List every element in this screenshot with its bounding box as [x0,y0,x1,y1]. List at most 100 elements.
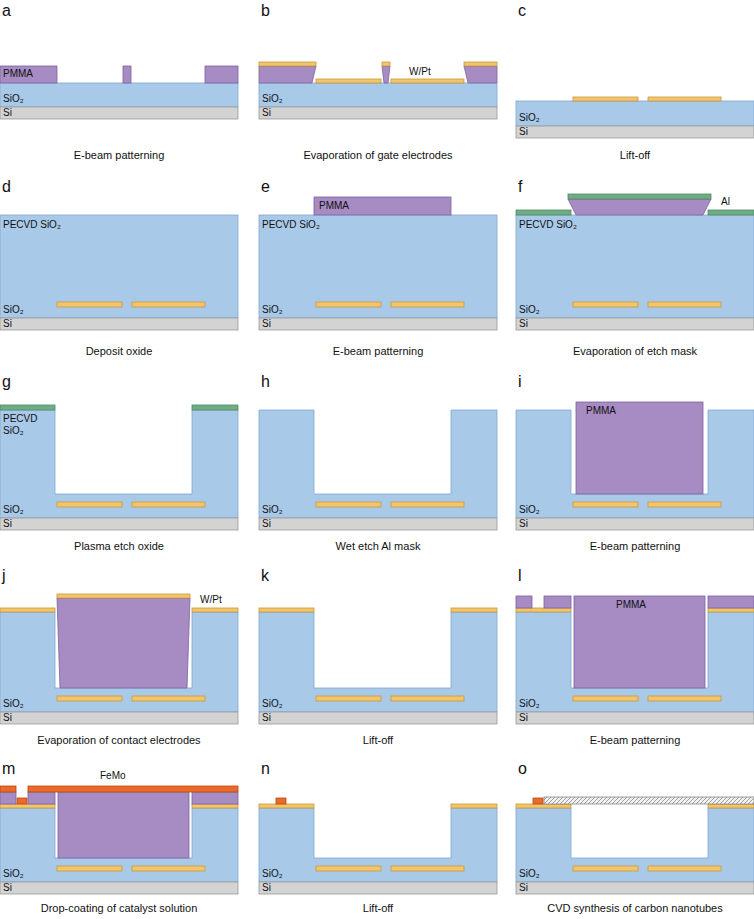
oxide-layer [516,101,754,126]
process-step-panel [259,62,497,119]
panel-letter: b [261,2,270,20]
contact-electrode [259,804,314,808]
material-label: SiO₂ [3,504,24,516]
material-label: Si [3,712,12,724]
panel-letter: m [2,760,15,778]
gate-electrode [57,502,122,507]
oxide-layer [516,215,754,318]
material-label: PECVD SiO₂ [3,219,61,231]
silicon-substrate [259,518,497,530]
pmma-resist [0,66,57,83]
material-label: SiO₂ [3,868,24,880]
process-step-panel [259,798,497,894]
contact-electrode [0,608,55,612]
gate-electrode [316,302,381,307]
material-label: Si [262,518,271,530]
pmma-resist [544,596,571,608]
pmma-resist [28,792,55,804]
step-caption: Evaporation of gate electrodes [259,149,497,162]
carbon-nanotube [544,797,754,804]
etched-oxide-layer [259,410,497,518]
gate-electrode [316,696,381,701]
oxide-layer [0,83,238,107]
material-label: Si [3,518,12,530]
material-label: W/Pt [200,594,222,606]
step-caption: CVD synthesis of carbon nanotubes [516,902,754,915]
step-caption: Evaporation of contact electrodes [0,734,238,747]
panel-letter: h [261,373,270,391]
gate-electrode [573,302,638,307]
step-caption: Lift-off [259,734,497,747]
oxide-layer [259,215,497,318]
pmma-resist [574,596,705,688]
material-label: PMMA [616,599,646,611]
silicon-substrate [259,882,497,894]
process-step-panel [259,197,497,330]
material-label: Si [519,126,528,138]
catalyst-island [276,798,286,804]
material-label: Si [262,318,271,330]
silicon-substrate [0,518,238,530]
process-step-panel [516,402,754,530]
aluminium-mask [192,405,238,410]
catalyst-island [533,798,543,804]
material-label: SiO₂ [3,698,24,710]
metal-film [382,62,390,66]
silicon-substrate [259,107,497,119]
step-caption: Deposit oxide [0,345,238,358]
panel-letter: f [518,178,522,196]
process-step-panel [516,596,754,724]
process-step-panel [0,594,238,724]
step-caption: E-beam patterning [259,345,497,358]
aluminium-mask [708,210,754,215]
gate-electrode [132,302,205,307]
etched-oxide-layer [0,410,238,518]
silicon-substrate [259,712,497,724]
pmma-resist [576,402,703,494]
contact-electrode [192,804,238,808]
material-label: SiO₂ [262,868,283,880]
material-label: PMMA [3,68,33,80]
pmma-resist [314,197,451,215]
material-label: Si [262,882,271,894]
pmma-resist [708,596,754,608]
pmma-resist [57,598,190,688]
gate-electrode [132,696,205,701]
silicon-substrate [516,712,754,724]
contact-electrode [259,608,314,612]
material-label: SiO₂ [262,304,283,316]
material-label: Si [519,882,528,894]
material-label: SiO₂ [3,93,24,105]
gate-electrode [57,866,122,871]
pmma-resist [259,66,316,83]
process-step-panel [259,410,497,530]
gate-electrode [132,502,205,507]
aluminium-film [568,194,711,199]
step-caption: Lift-off [259,902,497,915]
step-caption: Drop-coating of catalyst solution [0,902,238,915]
gate-electrode [573,97,638,101]
silicon-substrate [259,318,497,330]
pmma-resist [205,66,238,83]
contact-electrode [708,608,754,612]
material-label: SiO₂ [262,504,283,516]
material-label: SiO₂ [519,868,540,880]
oxide-layer [0,215,238,318]
silicon-substrate [516,126,754,138]
material-label: PECVD SiO₂ [3,413,51,437]
process-step-panel [0,405,238,530]
material-label: PMMA [319,200,349,212]
silicon-substrate [0,107,238,119]
oxide-layer [259,83,497,107]
material-label: Si [519,518,528,530]
material-label: Al [721,196,730,208]
contact-electrode [451,804,497,808]
panel-letter: l [518,567,522,585]
process-step-panel [516,97,754,138]
contact-electrode [516,608,571,612]
panel-letter: c [518,2,526,20]
gate-electrode [57,696,122,701]
gate-electrode [648,502,721,507]
gate-electrode [573,502,638,507]
panel-letter: e [261,178,270,196]
